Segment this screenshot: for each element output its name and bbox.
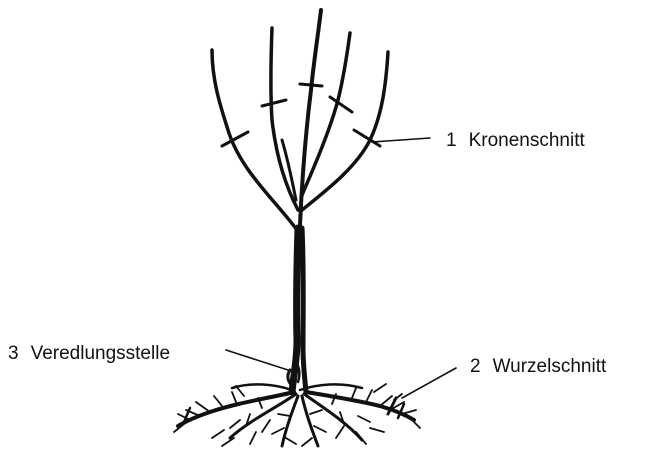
branch-far-left xyxy=(212,50,297,230)
crown-cut-marks xyxy=(222,84,380,146)
leader-line-crown-cut xyxy=(372,138,430,142)
label-root-cut-number: 2 xyxy=(470,357,481,376)
label-crown-cut: 1 Kronenschnitt xyxy=(446,131,585,150)
leader-line-root-cut xyxy=(402,368,456,398)
label-root-cut-text: Wurzelschnitt xyxy=(493,356,607,377)
label-root-cut: 2 Wurzelschnitt xyxy=(470,357,606,376)
label-graft-point: 3 Veredlungsstelle xyxy=(8,344,170,363)
tree-crown-branches xyxy=(212,10,388,230)
label-crown-cut-text: Kronenschnitt xyxy=(469,130,585,151)
label-graft-point-number: 3 xyxy=(8,344,19,363)
label-graft-point-text: Veredlungsstelle xyxy=(31,343,170,364)
label-crown-cut-number: 1 xyxy=(446,131,457,150)
tree-roots xyxy=(174,384,420,446)
leader-line-graft-point xyxy=(226,350,288,370)
